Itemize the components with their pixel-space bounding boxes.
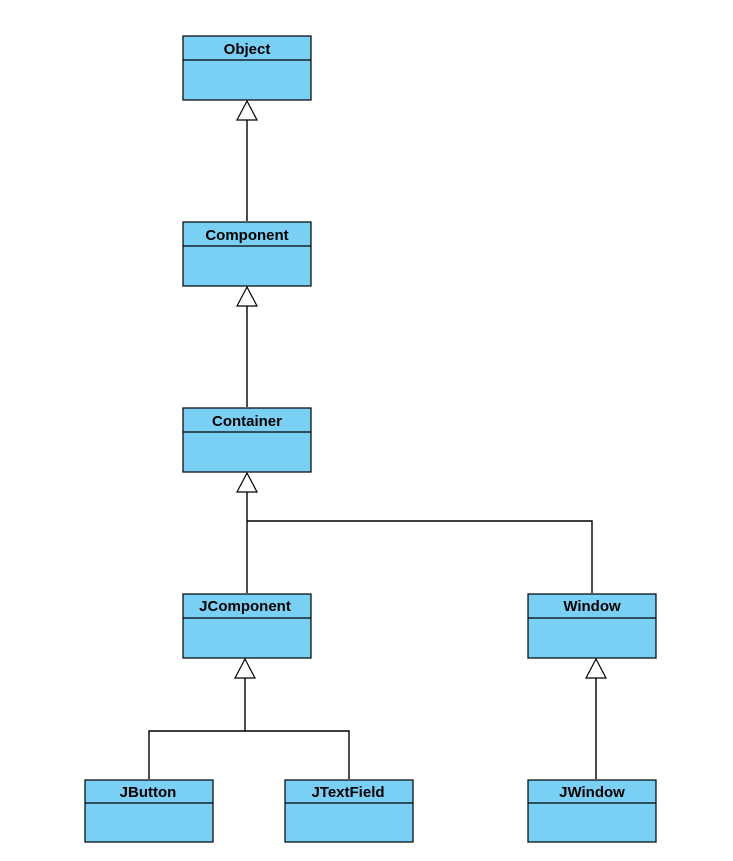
arrowhead-object — [236, 99, 258, 121]
edge-jtextfield-jcomponent — [245, 730, 350, 779]
arrowhead-window — [585, 657, 607, 679]
class-jbutton-box — [84, 779, 214, 843]
class-jcomponent[interactable]: JComponent — [182, 593, 312, 659]
class-jtextfield-name: JTextField — [311, 784, 384, 801]
class-jwindow-name: JWindow — [559, 784, 625, 801]
arrowhead-container — [236, 471, 258, 493]
class-object[interactable]: Object — [182, 35, 312, 101]
class-object-name: Object — [224, 41, 271, 58]
class-window[interactable]: Window — [527, 593, 657, 659]
edge-jbutton-jcomponent — [148, 730, 245, 779]
inheritance-edges — [148, 120, 597, 779]
class-container-box — [182, 407, 312, 473]
class-object-box — [182, 35, 312, 101]
class-component-box — [182, 221, 312, 287]
class-jbutton[interactable]: JButton — [84, 779, 214, 843]
class-jtextfield[interactable]: JTextField — [284, 779, 414, 843]
class-jwindow[interactable]: JWindow — [527, 779, 657, 843]
arrowhead-component — [236, 285, 258, 307]
class-component-name: Component — [205, 227, 288, 244]
class-jcomponent-name: JComponent — [199, 598, 291, 615]
generalization-arrowheads — [234, 99, 607, 679]
class-jtextfield-box — [284, 779, 414, 843]
class-container-name: Container — [212, 413, 282, 430]
class-window-box — [527, 593, 657, 659]
class-window-name: Window — [563, 598, 621, 615]
class-container[interactable]: Container — [182, 407, 312, 473]
class-jwindow-box — [527, 779, 657, 843]
class-jbutton-name: JButton — [120, 784, 177, 801]
class-jcomponent-box — [182, 593, 312, 659]
edge-window-container — [247, 520, 593, 593]
class-component[interactable]: Component — [182, 221, 312, 287]
arrowhead-jcomponent — [234, 657, 256, 679]
